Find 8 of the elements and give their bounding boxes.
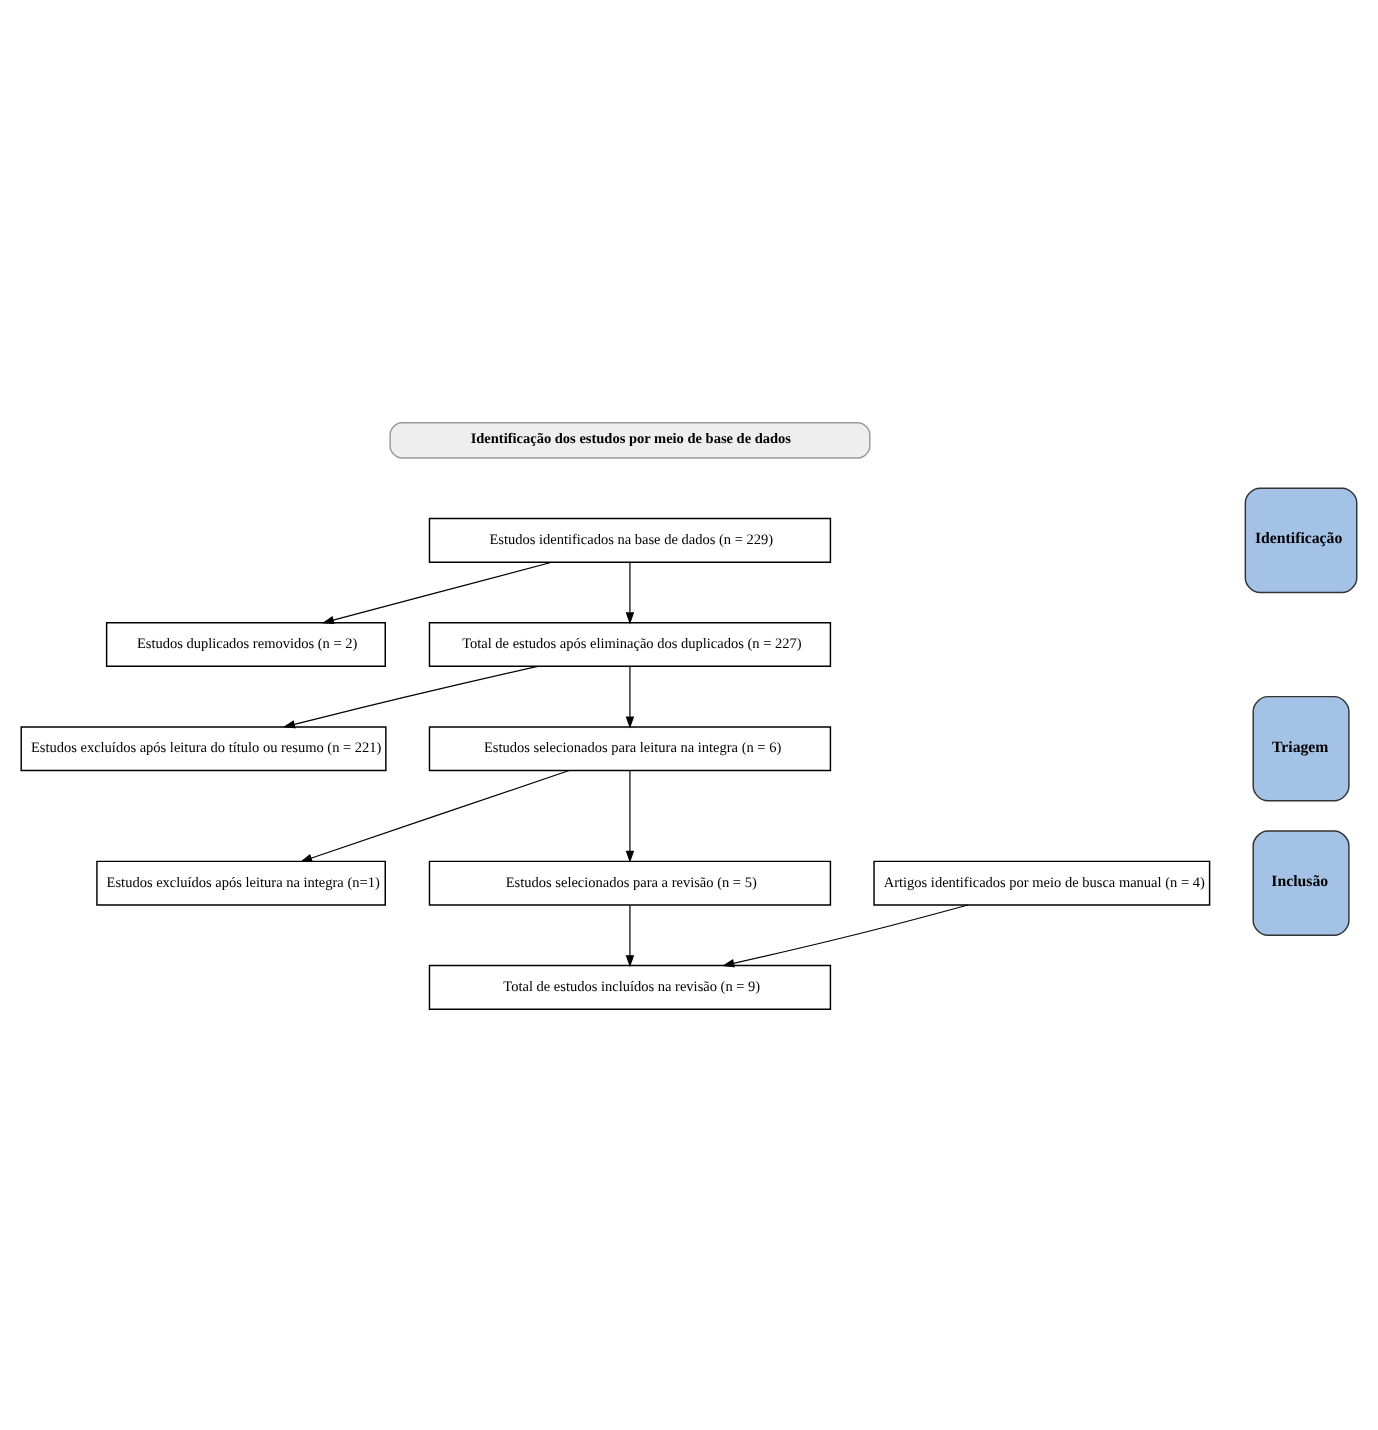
arrow [321,560,553,624]
arrow [625,665,635,728]
arrow [625,768,635,862]
arrow [625,903,635,967]
arrow [625,561,635,624]
arrow [300,768,570,862]
arrow [722,903,969,967]
arrow [282,664,539,728]
